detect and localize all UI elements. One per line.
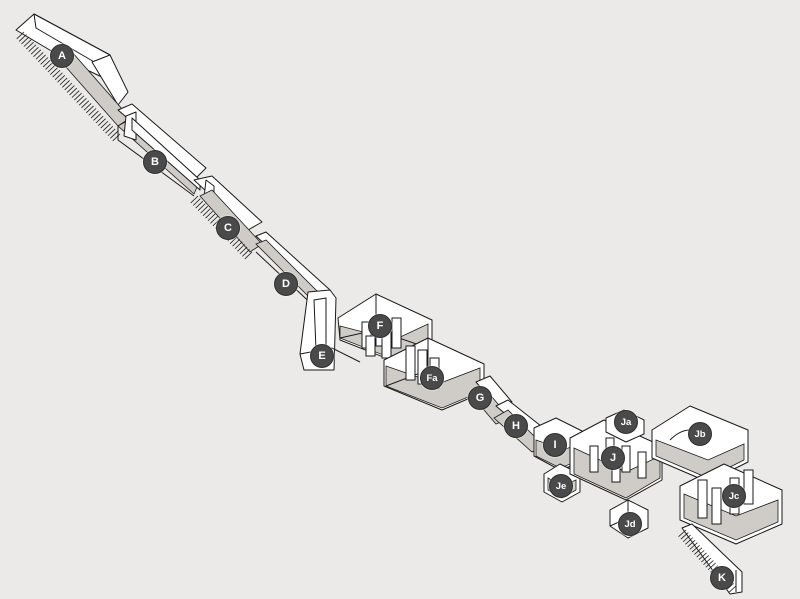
stair-tread (74, 92, 82, 101)
stair-tread (57, 75, 66, 83)
marker-g[interactable]: G (468, 386, 492, 410)
stair-tread (232, 238, 241, 247)
stair-tread (229, 236, 238, 244)
stair-tread (35, 52, 44, 60)
stair-tread (689, 542, 698, 550)
stair-tread (38, 54, 46, 63)
stair-tread (698, 552, 707, 560)
stair-tread (696, 550, 705, 558)
marker-j[interactable]: J (601, 446, 625, 470)
stair-tread (192, 198, 201, 206)
stair-tread (23, 39, 32, 47)
stair-tread (685, 537, 694, 545)
stairs-a (16, 31, 121, 142)
stair-tread (680, 532, 689, 540)
stair-tread (90, 110, 99, 119)
stair-tread (86, 105, 94, 114)
stair-tread (40, 57, 49, 65)
stair-tread (54, 72, 63, 80)
marker-fa[interactable]: Fa (420, 366, 444, 390)
stair-tread (703, 557, 712, 565)
stair-tread (197, 203, 206, 211)
stair-tread (64, 82, 73, 91)
stair-tread (728, 585, 737, 593)
stair-tread (100, 120, 109, 129)
stair-tread (242, 249, 250, 257)
marker-jb[interactable]: Jb (688, 422, 712, 446)
stair-tread (81, 100, 90, 108)
stair-tread (42, 59, 51, 68)
stair-tread (244, 251, 253, 260)
stair-tread (239, 246, 248, 255)
marker-h[interactable]: H (504, 414, 528, 438)
stair-tread (195, 200, 204, 209)
stair-tread (205, 210, 214, 219)
stair-tread (110, 131, 118, 139)
corridor-a (15, 13, 131, 142)
stair-tread (112, 133, 121, 142)
stair-tread (66, 85, 75, 93)
stair-tread (76, 95, 85, 103)
marker-jc[interactable]: Jc (722, 484, 746, 508)
stair-tread (234, 241, 243, 250)
stair-tread (47, 64, 56, 73)
stair-tread (202, 208, 211, 216)
stair-tread (78, 98, 87, 106)
stair-tread (83, 103, 92, 111)
stair-tread (210, 216, 218, 224)
stair-tread (71, 90, 80, 98)
stair-tread (52, 69, 61, 78)
stair-tread (102, 123, 111, 131)
stair-tread (701, 555, 709, 563)
stair-tread (88, 108, 97, 116)
stair-tread (33, 49, 42, 57)
marker-f[interactable]: F (368, 314, 392, 338)
stair-tread (93, 113, 102, 121)
stair-tread (105, 126, 114, 134)
stair-tread (30, 47, 39, 55)
marker-k[interactable]: K (710, 566, 734, 590)
stair-tread (687, 539, 696, 548)
marker-a[interactable]: A (50, 44, 74, 68)
marker-jd[interactable]: Jd (618, 512, 642, 536)
stair-tread (18, 34, 27, 42)
stair-tread (69, 87, 78, 96)
stair-tread (95, 115, 104, 124)
stair-tread (107, 128, 116, 137)
marker-d[interactable]: D (274, 272, 298, 296)
marker-je[interactable]: Je (549, 474, 573, 498)
stair-tread (705, 560, 714, 568)
marker-ja[interactable]: Ja (614, 410, 638, 434)
stair-tread (21, 36, 30, 45)
stair-tread (691, 544, 700, 553)
stair-tread (98, 118, 106, 126)
corridor-b (117, 103, 207, 197)
stair-tread (682, 534, 691, 543)
stair-tread (45, 62, 54, 70)
stair-tread (59, 77, 68, 86)
stair-tread (62, 80, 70, 88)
stair-tread (50, 67, 58, 75)
stair-tread (694, 547, 703, 555)
stair-tread (207, 213, 216, 222)
stair-tread (707, 562, 716, 571)
stair-tread (190, 195, 199, 204)
stair-tread (678, 529, 687, 537)
marker-b[interactable]: B (143, 150, 167, 174)
stair-tread (237, 244, 245, 252)
stair-tread (28, 44, 37, 52)
marker-c[interactable]: C (216, 216, 240, 240)
marker-i[interactable]: I (543, 433, 567, 457)
stair-tread (200, 205, 209, 214)
marker-e[interactable]: E (310, 344, 334, 368)
stair-tread (16, 31, 25, 40)
stair-tread (26, 41, 34, 50)
